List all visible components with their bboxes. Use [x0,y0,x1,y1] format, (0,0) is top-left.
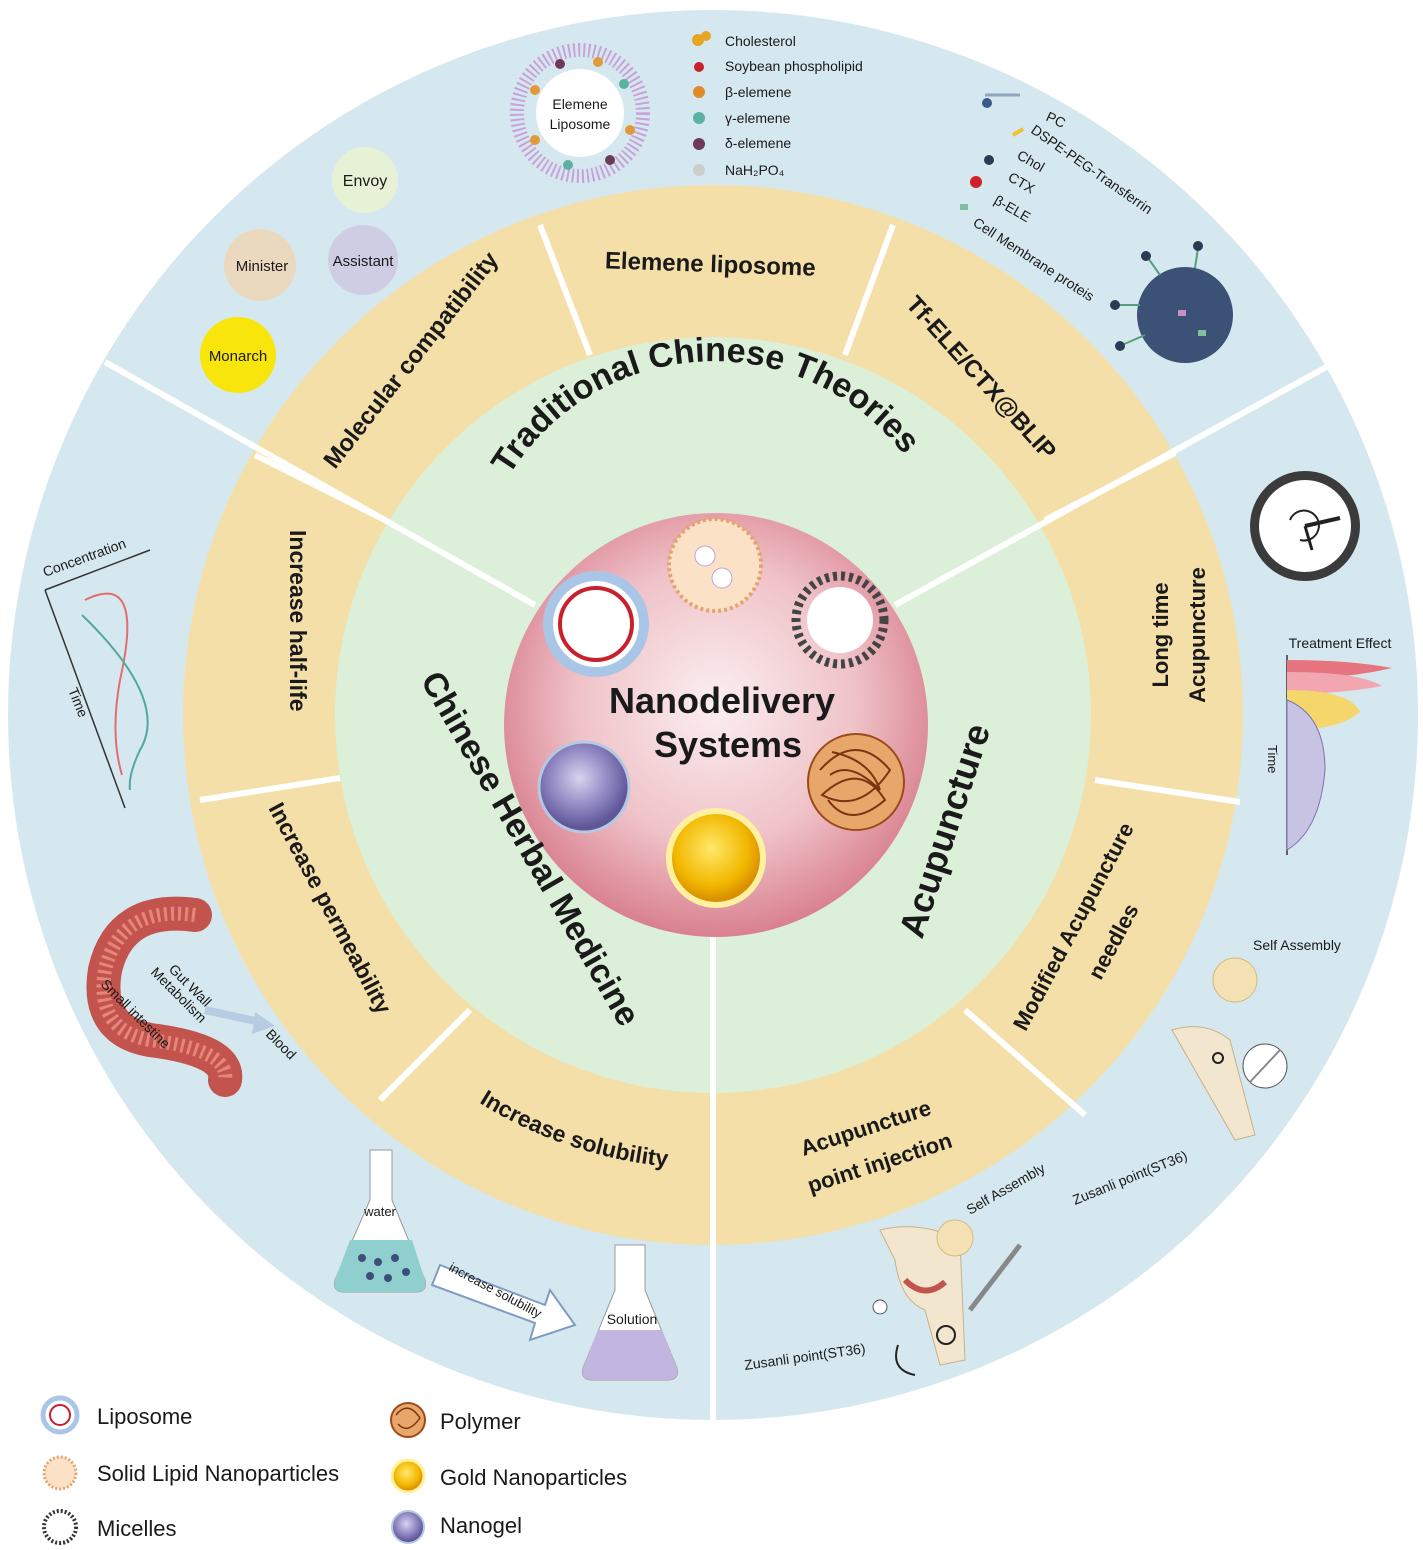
solid-lipid-particle [667,517,763,613]
nanogel-particle [537,740,631,834]
legend-solid-lipid: Solid Lipid Nanoparticles [97,1461,339,1486]
monarch-circle [200,317,276,393]
minister-label: Minister [236,258,289,275]
legend-nah2po4: NaH₂PO₄ [725,162,785,178]
legend-gold-icon [390,1458,426,1494]
liposome-particle [543,571,649,677]
elemene-liposome-label-2: Liposome [550,116,611,132]
minister-circle [224,229,296,301]
micelle-particle [791,571,889,669]
intestine-illustration [86,896,275,1097]
legend-soybean: Soybean phospholipid [725,58,863,74]
elemene-liposome-illustration [510,43,650,183]
legend-polymer-icon [390,1402,426,1438]
knee-injection-illustration [872,1219,1022,1376]
envoy-label: Envoy [343,173,387,190]
water-flask [334,1149,426,1293]
legend-nanogel-icon [391,1510,425,1544]
legend-micelles: Micelles [97,1516,176,1541]
ring-dividers [103,223,1332,1420]
tf-nanoparticle-illustration [1110,241,1233,363]
legend-nanogel: Nanogel [440,1513,522,1538]
legend-solid-lipid-icon [42,1455,78,1491]
monarch-label: Monarch [209,348,267,365]
legend-beta-elemene: β-elemene [725,84,792,100]
concentration-chart [44,549,151,809]
treatment-effect-chart [1286,655,1392,855]
legend-liposome-icon [40,1395,80,1435]
treatment-effect-label: Treatment Effect [1289,635,1392,651]
needle-illustration [1171,957,1288,1141]
center-title-line1: Nanodelivery [609,680,835,721]
legend-micelles-icon [42,1509,78,1545]
label-long-time-acupuncture: Acupuncture [1185,567,1210,703]
assistant-circle [328,225,398,295]
solubility-arrow [430,1263,577,1342]
elemene-legend: Cholesterol Soybean phospholipid β-eleme… [692,31,863,178]
solution-flask [582,1244,678,1381]
polymer-particle [807,733,905,831]
water-label: water [363,1204,396,1219]
envoy-circle [332,147,398,213]
legend-gamma-elemene: γ-elemene [725,110,791,126]
solution-label: Solution [607,1311,658,1327]
time-label-right: Time [1265,745,1280,773]
self-assembly-right-label: Self Assembly [1253,937,1341,953]
label-increase-half-life: Increase half-life [285,530,311,712]
legend-liposome: Liposome [97,1404,192,1429]
label-long-time: Long time [1148,582,1173,687]
gold-particle [666,808,766,908]
elemene-liposome-label-1: Elemene [552,96,607,112]
clock-icon [1250,471,1360,581]
legend-polymer: Polymer [440,1409,521,1434]
tf-legend-pc: PC [1044,108,1068,131]
assistant-label: Assistant [333,253,395,270]
legend-gold: Gold Nanoparticles [440,1465,627,1490]
legend-delta-elemene: δ-elemene [725,135,791,151]
legend-cholesterol: Cholesterol [725,33,796,49]
center-title-line2: Systems [654,724,802,765]
